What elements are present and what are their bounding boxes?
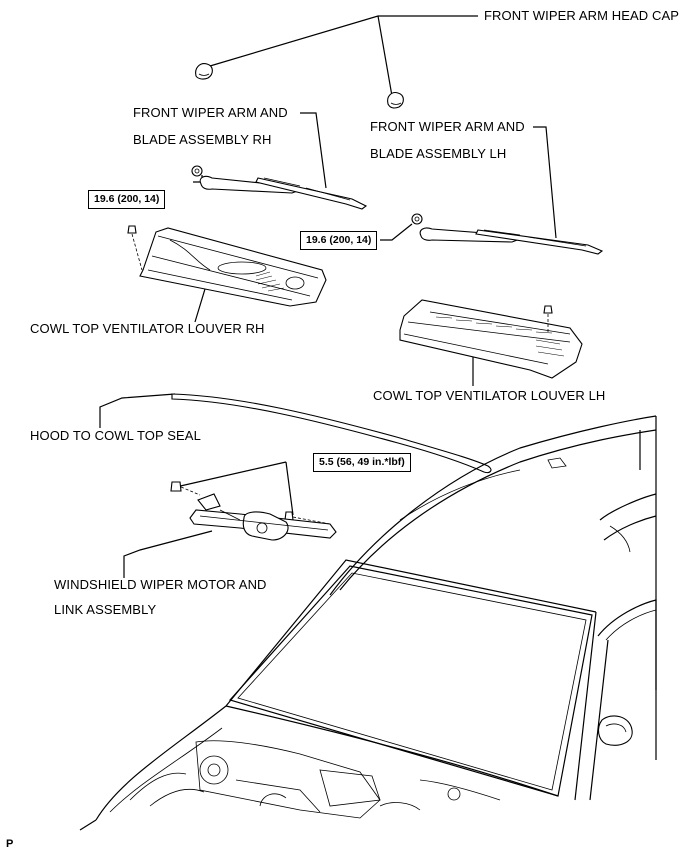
torque-spec-arm-lh: 19.6 (200, 14) <box>300 231 378 250</box>
torque-spec-motor: 5.5 (56, 49 in.*lbf) <box>313 453 411 472</box>
label-wiper-arm-rh-line1: FRONT WIPER ARM AND <box>133 105 288 120</box>
label-wiper-motor-line2: LINK ASSEMBLY <box>54 602 157 617</box>
corner-mark: P <box>6 838 14 850</box>
hood-cowl-seal <box>171 393 492 474</box>
label-wiper-arm-lh-line1: FRONT WIPER ARM AND <box>370 119 525 134</box>
label-wiper-arm-rh-line2: BLADE ASSEMBLY RH <box>133 132 272 147</box>
wiper-arm-rh <box>191 165 368 210</box>
cowl-louver-rh <box>127 225 327 307</box>
cowl-louver-lh <box>399 299 583 379</box>
label-hood-to-cowl-top-seal: HOOD TO COWL TOP SEAL <box>30 428 201 443</box>
wiper-arm-head-cap-left <box>195 63 213 80</box>
label-front-wiper-arm-head-cap: FRONT WIPER ARM HEAD CAP <box>484 8 680 23</box>
leader-lines <box>99 15 557 578</box>
label-cowl-louver-lh: COWL TOP VENTILATOR LOUVER LH <box>373 388 606 403</box>
torque-spec-arm-rh: 19.6 (200, 14) <box>88 190 166 209</box>
vehicle-body <box>79 415 657 831</box>
wiper-arm-head-cap-right <box>387 92 404 109</box>
label-wiper-arm-lh-line2: BLADE ASSEMBLY LH <box>370 146 507 161</box>
label-cowl-louver-rh: COWL TOP VENTILATOR LOUVER RH <box>30 321 265 336</box>
label-wiper-motor-line1: WINDSHIELD WIPER MOTOR AND <box>54 577 267 592</box>
wiper-arm-lh <box>411 213 604 255</box>
wiper-motor-link <box>170 481 337 541</box>
